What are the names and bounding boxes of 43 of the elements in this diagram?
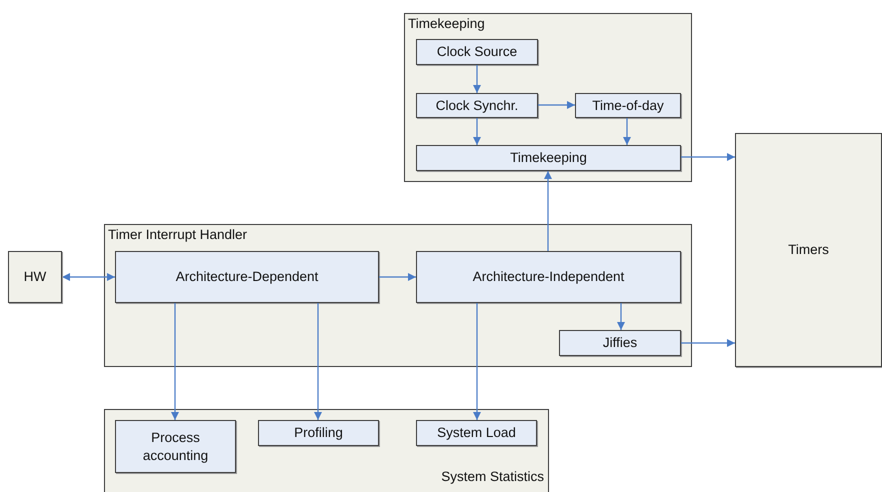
group-panel (104, 224, 692, 367)
arrow (544, 171, 552, 251)
arrow (473, 118, 481, 145)
process-box (8, 251, 62, 303)
arrow (62, 273, 115, 281)
arrow (623, 118, 631, 145)
process-box (559, 330, 681, 356)
arrow (379, 273, 416, 281)
box-label: Clock Synchr. (434, 96, 520, 114)
process-box (115, 420, 236, 473)
arrow (473, 65, 481, 93)
group-panel (104, 409, 549, 492)
box-label: Timekeeping (509, 149, 588, 167)
group-panel (404, 13, 692, 182)
box-label: Process accounting (142, 428, 210, 464)
arrow (617, 303, 625, 330)
group-title: System Statistics (441, 469, 544, 484)
box-label: Time-of-day (591, 96, 665, 114)
arrow (171, 303, 179, 420)
arrow (538, 101, 575, 109)
process-box (735, 133, 882, 367)
process-box (416, 93, 538, 118)
box-label: System Load (436, 424, 517, 442)
process-box (416, 251, 681, 303)
box-label: Architecture-Dependent (174, 268, 320, 286)
process-box (258, 420, 379, 446)
process-box (416, 420, 537, 446)
box-label: Architecture-Independent (472, 268, 626, 286)
arrow (681, 339, 735, 347)
process-box (575, 93, 681, 118)
box-label: Timers (787, 241, 830, 259)
process-box (416, 145, 681, 171)
group-title: Timer Interrupt Handler (108, 227, 248, 242)
box-label: Jiffies (602, 334, 638, 352)
arrow (681, 153, 735, 161)
box-label: Clock Source (436, 43, 518, 61)
box-label: Profiling (293, 424, 344, 442)
group-title: Timekeeping (408, 16, 485, 31)
process-box (115, 251, 379, 303)
process-box (416, 39, 538, 65)
arrow (473, 303, 481, 420)
box-label: HW (22, 268, 48, 286)
arrow (314, 303, 322, 420)
